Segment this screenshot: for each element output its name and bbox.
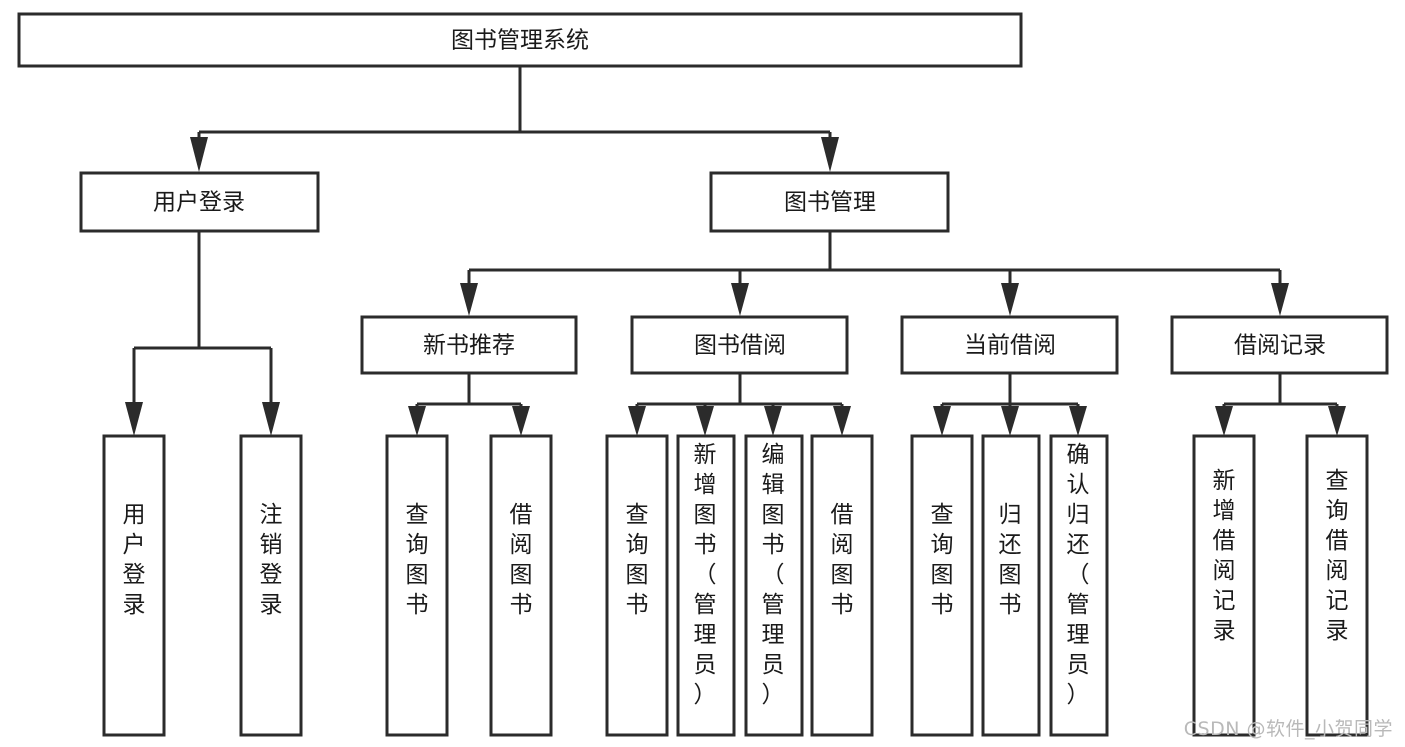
leaf-cb-query-book[interactable]: 查询图书	[910, 434, 974, 737]
leaf-user-login-label: 用户登录	[123, 502, 146, 618]
arrowhead-bb-leaf3	[764, 406, 782, 436]
node-current-borrow-box[interactable]	[900, 315, 1119, 375]
node-book-borrow-label: 图书借阅	[694, 333, 786, 359]
leaf-nbr-query-book-box[interactable]	[385, 434, 449, 737]
node-current-borrow-label: 当前借阅	[964, 333, 1056, 359]
node-book-borrow-box[interactable]	[630, 315, 849, 375]
connector-group-current-borrow	[933, 374, 1087, 436]
node-user-login-label: 用户登录	[153, 190, 245, 216]
leaf-user-login-box[interactable]	[102, 434, 166, 737]
leaf-nbr-borrow-book[interactable]: 借阅图书	[489, 434, 553, 737]
leaf-cb-query-book-label: 查询图书	[931, 502, 954, 618]
leaf-bb-borrow-book[interactable]: 借阅图书	[810, 434, 874, 737]
node-borrow-record-label: 借阅记录	[1234, 333, 1326, 359]
arrowhead-user-login	[190, 137, 208, 172]
leaf-bb-edit-book-box[interactable]	[744, 434, 804, 737]
arrowhead-bb-leaf4	[833, 406, 851, 436]
arrowhead-book-mgmt	[821, 137, 839, 172]
leaf-br-query-record[interactable]: 查询借阅记录	[1305, 434, 1369, 737]
arrowhead-current-borrow	[1001, 283, 1019, 316]
node-book-management-box[interactable]	[709, 171, 950, 233]
node-root-box[interactable]	[17, 12, 1023, 68]
leaf-bb-query-book-label: 查询图书	[626, 502, 649, 618]
node-borrow-record-box[interactable]	[1170, 315, 1389, 375]
connector-group-book-mgmt	[460, 232, 1289, 316]
leaf-cb-return-book-label: 归还图书	[999, 502, 1022, 618]
leaf-nbr-borrow-book-label: 借阅图书	[510, 502, 533, 618]
arrowhead-br-leaf1	[1215, 406, 1233, 436]
arrowhead-cb-leaf3	[1069, 406, 1087, 436]
arrowhead-bb-leaf2	[696, 406, 714, 436]
arrowhead-cb-leaf1	[933, 406, 951, 436]
node-root-label: 图书管理系统	[451, 28, 589, 54]
leaf-nbr-query-book-label: 查询图书	[406, 502, 429, 618]
leaf-bb-edit-book[interactable]: 编辑图书（管理员）	[744, 434, 804, 737]
node-book-management-label: 图书管理	[784, 190, 876, 216]
leaf-br-add-record[interactable]: 新增借阅记录	[1192, 434, 1256, 737]
leaf-logout-label: 注销登录	[260, 502, 283, 618]
node-user-login[interactable]: 用户登录	[79, 171, 320, 233]
arrowhead-borrow-record	[1271, 283, 1289, 316]
leaf-cb-return-book[interactable]: 归还图书	[981, 434, 1041, 737]
node-new-book-recommend-label: 新书推荐	[423, 333, 515, 359]
arrowhead-leaf-logout	[262, 402, 280, 436]
node-book-management[interactable]: 图书管理	[709, 171, 950, 233]
leaf-bb-query-book[interactable]: 查询图书	[605, 434, 669, 737]
leaf-br-query-record-box[interactable]	[1305, 434, 1369, 737]
node-book-borrow[interactable]: 图书借阅	[630, 315, 849, 375]
leaf-bb-query-book-box[interactable]	[605, 434, 669, 737]
arrowhead-new-book-recommend	[460, 283, 478, 316]
arrowhead-bb-leaf1	[628, 406, 646, 436]
arrowhead-leaf-user-login	[125, 402, 143, 436]
connector-group-root	[190, 67, 839, 172]
leaf-bb-add-book-label: 新增图书（管理员）	[694, 442, 717, 708]
node-new-book-recommend-box[interactable]	[360, 315, 578, 375]
arrowhead-nbr-leaf1	[408, 406, 426, 436]
leaf-nbr-borrow-book-box[interactable]	[489, 434, 553, 737]
connector-group-new-book-recommend	[408, 374, 530, 436]
leaf-bb-edit-book-label: 编辑图书（管理员）	[762, 442, 785, 708]
node-new-book-recommend[interactable]: 新书推荐	[360, 315, 578, 375]
leaf-bb-add-book-box[interactable]	[676, 434, 736, 737]
node-user-login-box[interactable]	[79, 171, 320, 233]
node-borrow-record[interactable]: 借阅记录	[1170, 315, 1389, 375]
arrowhead-br-leaf2	[1328, 406, 1346, 436]
arrowhead-cb-leaf2	[1001, 406, 1019, 436]
node-root[interactable]: 图书管理系统	[17, 12, 1023, 68]
leaf-cb-confirm-return-label: 确认归还（管理员）	[1067, 442, 1090, 708]
connector-group-book-borrow	[628, 374, 851, 436]
leaf-br-add-record-label: 新增借阅记录	[1213, 468, 1236, 644]
leaf-bb-borrow-book-box[interactable]	[810, 434, 874, 737]
leaf-nbr-query-book[interactable]: 查询图书	[385, 434, 449, 737]
node-current-borrow[interactable]: 当前借阅	[900, 315, 1119, 375]
leaf-cb-confirm-return-box[interactable]	[1049, 434, 1109, 737]
leaf-cb-query-book-box[interactable]	[910, 434, 974, 737]
leaf-cb-confirm-return[interactable]: 确认归还（管理员）	[1049, 434, 1109, 737]
leaf-br-add-record-box[interactable]	[1192, 434, 1256, 737]
leaf-logout[interactable]: 注销登录	[239, 434, 303, 737]
leaf-bb-borrow-book-label: 借阅图书	[831, 502, 854, 618]
leaf-cb-return-book-box[interactable]	[981, 434, 1041, 737]
connector-group-user-login	[125, 232, 280, 436]
leaf-user-login[interactable]: 用户登录	[102, 434, 166, 737]
leaf-logout-box[interactable]	[239, 434, 303, 737]
leaf-bb-add-book[interactable]: 新增图书（管理员）	[676, 434, 736, 737]
arrowhead-book-borrow	[731, 283, 749, 316]
leaf-br-query-record-label: 查询借阅记录	[1326, 468, 1349, 644]
connector-group-borrow-record	[1215, 374, 1346, 436]
arrowhead-nbr-leaf2	[512, 406, 530, 436]
